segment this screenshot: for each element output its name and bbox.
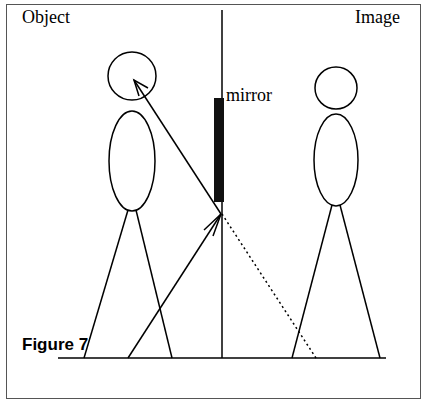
mirror-symbol [214, 98, 224, 202]
part-label: Object [22, 8, 70, 28]
object-figure [84, 52, 172, 358]
frame [7, 5, 421, 399]
figure-caption: Figure 7 [22, 336, 88, 355]
image-figure [292, 67, 380, 358]
light-ray [128, 80, 221, 358]
virtual-ray [222, 214, 316, 358]
part-label: Image [355, 8, 400, 28]
part-label: mirror [224, 86, 274, 106]
